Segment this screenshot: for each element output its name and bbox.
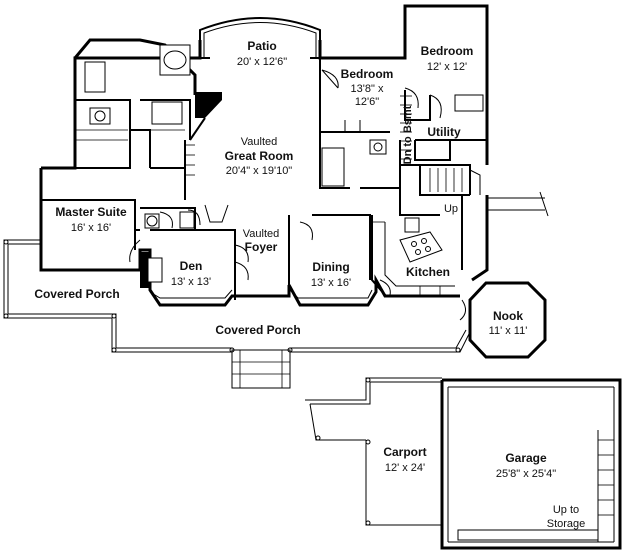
bays — [149, 289, 373, 299]
storage-line2: Storage — [547, 518, 586, 530]
den-size: 13' x 13' — [171, 276, 211, 288]
breezeway — [487, 191, 549, 217]
nook-walls — [468, 281, 547, 359]
porch-left-name: Covered Porch — [34, 287, 119, 301]
garage-size: 25'8" x 25'4" — [496, 468, 556, 480]
storage-line1: Up to — [553, 504, 579, 516]
dining-size: 13' x 16' — [311, 277, 351, 289]
nook-size: 11' x 11' — [489, 325, 528, 337]
label-garage: Garage 25'8" x 25'4" — [496, 451, 556, 480]
nook-name: Nook — [493, 309, 523, 323]
porch-front-name: Covered Porch — [215, 323, 300, 337]
carport-outline — [305, 377, 442, 526]
master-suite-size: 16' x 16' — [71, 222, 111, 234]
kitchen-fixtures — [371, 215, 460, 297]
patio-size: 20' x 12'6" — [237, 56, 287, 68]
utility-name: Utility — [427, 125, 461, 139]
label-porch-front: Covered Porch — [215, 323, 300, 337]
bedroom-2-name: Bedroom — [421, 44, 474, 58]
label-great-room: Vaulted Great Room 20'4" x 19'10" — [225, 136, 294, 177]
bedroom-2-size: 12' x 12' — [427, 61, 467, 73]
bedroom-3-size-line1: 13'8" x — [351, 83, 384, 95]
garage-name: Garage — [505, 451, 547, 465]
foyer-name: Foyer — [245, 240, 278, 254]
front-steps — [231, 349, 291, 389]
label-porch-left: Covered Porch — [34, 287, 119, 301]
label-bedroom-2: Bedroom 12' x 12' — [421, 44, 474, 73]
label-stair-up: Up — [444, 203, 458, 215]
foyer-vaulted: Vaulted — [243, 228, 280, 240]
patio-arch — [199, 17, 321, 59]
label-storage: Up to Storage — [547, 504, 586, 530]
master-suite-name: Master Suite — [55, 205, 127, 219]
great-room-name: Great Room — [225, 149, 294, 163]
label-patio: Patio 20' x 12'6" — [237, 39, 287, 68]
stair-down-label: Dn to Bsmt — [402, 105, 414, 164]
patio-name: Patio — [247, 39, 276, 53]
label-den: Den 13' x 13' — [171, 259, 211, 288]
label-nook: Nook 11' x 11' — [489, 309, 528, 337]
label-stair-down: Dn to Bsmt — [402, 105, 414, 164]
great-room-vaulted: Vaulted — [241, 136, 278, 148]
carport-name: Carport — [383, 445, 426, 459]
great-room-size: 20'4" x 19'10" — [226, 165, 293, 177]
carport-size: 12' x 24' — [385, 462, 425, 474]
label-kitchen: Kitchen — [406, 265, 450, 279]
garage-walls — [440, 378, 622, 550]
door-swings — [129, 69, 466, 321]
bedroom-3-size-line2: 12'6" — [355, 96, 379, 108]
porch-left-railing — [3, 239, 232, 353]
interior-walls — [41, 58, 487, 300]
bedroom-3-name: Bedroom — [341, 67, 394, 81]
label-carport: Carport 12' x 24' — [383, 445, 426, 474]
stair-up-label: Up — [444, 203, 458, 215]
label-bedroom-3: Bedroom 13'8" x 12'6" — [341, 67, 394, 108]
label-master-suite: Master Suite 16' x 16' — [55, 205, 127, 234]
label-dining: Dining 13' x 16' — [311, 260, 351, 289]
basement-stairs — [400, 95, 481, 195]
label-foyer: Vaulted Foyer — [243, 228, 280, 254]
kitchen-name: Kitchen — [406, 265, 450, 279]
label-utility: Utility — [427, 125, 461, 139]
den-name: Den — [180, 259, 203, 273]
fixtures — [76, 44, 484, 229]
dining-name: Dining — [312, 260, 349, 274]
